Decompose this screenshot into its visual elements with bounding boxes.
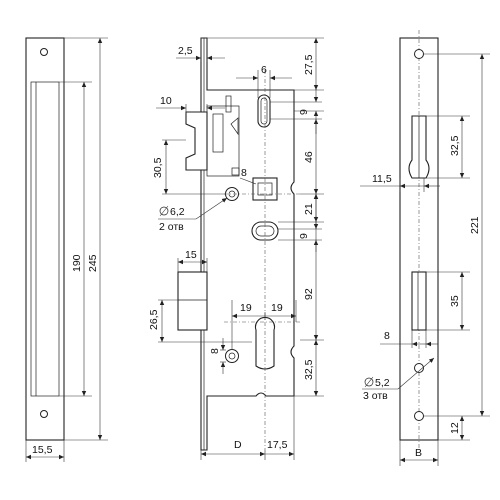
dim-label-19-left: 19 <box>240 302 252 314</box>
square-symbol <box>231 167 240 176</box>
dimension-15-5: 15,5 <box>25 440 65 462</box>
dimension-6: 6 <box>236 64 292 98</box>
dimension-245: 245 <box>64 37 108 441</box>
dim-label-27-5: 27,5 <box>303 54 315 75</box>
latch-mechanism <box>206 105 240 177</box>
faceplate-top-hole <box>40 48 48 56</box>
dimension-32-5-mid: 32,5 <box>294 340 324 397</box>
dim-label-92: 92 <box>303 288 315 300</box>
dim-label-6: 6 <box>261 64 267 76</box>
follower-inner <box>257 182 273 196</box>
dimension-35: 35 <box>426 271 470 331</box>
dim-label-9-top: 9 <box>298 109 310 115</box>
lock-body-side-outline <box>30 81 60 397</box>
dim-label-6-2: 6,2 <box>170 206 185 218</box>
dim-label-8-vertical: 8 <box>209 348 221 354</box>
lock-body-front-view <box>177 37 300 451</box>
dimension-11-5: 11,5 <box>360 173 440 192</box>
dim-label-3-holes: 3 отв <box>363 390 388 402</box>
deadbolt-opening <box>411 271 427 331</box>
dimension-15: 15 <box>177 249 208 272</box>
diameter-symbol-right <box>364 377 374 387</box>
dimension-diameter-5-2: 5,2 3 отв <box>362 357 435 402</box>
dim-label-9-bottom: 9 <box>298 233 310 239</box>
dimension-D-17-5: D 17,5 <box>200 396 295 460</box>
dim-label-17-5: 17,5 <box>267 439 288 451</box>
dimension-8-right: 8 <box>380 330 438 348</box>
dimension-19-19: 19 19 <box>231 300 297 350</box>
dim-label-B: B <box>415 447 422 459</box>
faceplate-front-view <box>399 30 439 448</box>
dim-label-19-right: 19 <box>271 302 283 314</box>
faceplate-bottom-hole <box>40 410 48 418</box>
dimension-92: 92 <box>300 193 324 341</box>
dimension-30-5: 30,5 <box>152 139 226 195</box>
dim-label-245: 245 <box>87 254 99 272</box>
fixing-hole-lower <box>225 349 239 363</box>
top-slot <box>257 94 271 128</box>
faceplate-screw-hole-bottom <box>414 411 424 421</box>
faceplate-screw-hole-middle <box>414 363 424 373</box>
dimension-8-square: 8 <box>231 167 257 185</box>
deadbolt <box>177 271 208 331</box>
dimension-27-5: 27,5 <box>207 37 324 91</box>
latch-bolt <box>185 111 208 171</box>
dimension-diameter-6-2: 6,2 2 отв <box>158 197 228 233</box>
dim-label-46: 46 <box>303 151 315 163</box>
dim-label-190: 190 <box>71 254 83 272</box>
dim-label-D: D <box>234 439 242 451</box>
dim-label-11-5: 11,5 <box>372 173 392 185</box>
dim-label-15-5: 15,5 <box>32 444 53 456</box>
dimension-12: 12 <box>438 416 470 441</box>
dimension-46: 46 <box>294 110 324 194</box>
dimension-190: 190 <box>59 81 92 397</box>
diameter-symbol <box>159 206 169 216</box>
dim-label-5-2: 5,2 <box>375 377 390 389</box>
latch-spring <box>212 113 224 153</box>
dim-label-2-holes: 2 отв <box>159 221 184 233</box>
dimension-26-5: 26,5 <box>148 299 252 343</box>
lock-body-outline <box>200 37 295 451</box>
dim-label-10: 10 <box>160 95 172 107</box>
dim-label-221: 221 <box>469 216 481 234</box>
dim-label-30-5: 30,5 <box>152 157 164 178</box>
dimension-221: 221 <box>424 53 490 417</box>
faceplate-side-view <box>25 37 65 441</box>
dimension-B: B <box>399 440 439 466</box>
dim-label-32-5-mid: 32,5 <box>303 359 315 380</box>
latch-lever <box>230 117 239 136</box>
dim-label-2-5: 2,5 <box>178 45 193 57</box>
faceplate-screw-hole-top <box>414 49 424 59</box>
dimension-2-5: 2,5 <box>176 38 225 62</box>
dim-label-15: 15 <box>185 249 197 261</box>
faceplate-side-outline <box>25 37 65 441</box>
latch-pin <box>225 95 232 113</box>
dim-label-26-5: 26,5 <box>148 309 160 330</box>
dim-label-35: 35 <box>449 295 461 307</box>
dimension-8-vertical: 8 <box>209 338 226 374</box>
dim-label-8-right: 8 <box>384 330 390 342</box>
dim-label-12: 12 <box>449 422 461 434</box>
dim-label-21: 21 <box>303 203 315 215</box>
dimension-32-5-right: 32,5 <box>426 115 470 179</box>
dim-label-8-square: 8 <box>241 167 247 179</box>
dim-label-32-5-right: 32,5 <box>449 135 461 156</box>
dimension-10: 10 <box>156 95 225 114</box>
